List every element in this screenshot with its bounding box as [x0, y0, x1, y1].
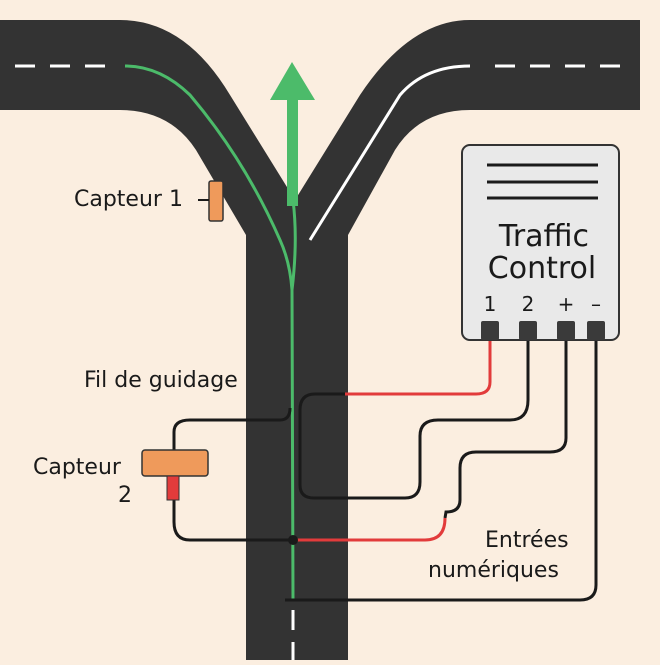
sensor-1 — [198, 180, 224, 222]
digital-inputs-label-line1: Entrées — [485, 528, 569, 553]
wire-terminal-minus — [285, 340, 598, 602]
sensor-2-probe — [166, 475, 180, 501]
wire-sensor2-top — [172, 407, 292, 452]
wire-terminal-plus — [443, 340, 568, 519]
digital-inputs-label-line2: numériques — [428, 558, 559, 583]
controller-vent-lines — [487, 163, 598, 200]
controller-body — [461, 144, 620, 341]
sensor-2-label-line1: Capteur — [33, 455, 122, 480]
wiring — [172, 340, 598, 602]
direction-arrow — [270, 62, 315, 206]
wire-terminal-1-red — [345, 340, 492, 396]
terminal-label-minus: – — [591, 292, 601, 316]
controller-title-line2: Control — [488, 251, 596, 286]
wire-sensor2-black — [172, 500, 293, 542]
terminal-2 — [519, 321, 537, 340]
sensor-1-label: Capteur 1 — [74, 187, 183, 212]
wire-terminal-1-black — [298, 340, 530, 500]
lane-line-right-branch — [308, 64, 471, 241]
wire-junction — [288, 535, 298, 545]
sensor-2-label-line2: 2 — [118, 483, 132, 508]
controller-title-line1: Traffic — [498, 219, 589, 254]
wire-sensor2-red — [293, 517, 447, 542]
road-surface — [0, 20, 640, 660]
sensor-2-body — [141, 449, 209, 477]
road — [0, 20, 640, 660]
terminal-1 — [481, 321, 499, 340]
guide-wire-left-curve — [124, 64, 295, 601]
terminal-plus — [557, 321, 575, 340]
terminal-label-2: 2 — [522, 292, 535, 316]
terminal-label-plus: + — [558, 292, 575, 316]
terminal-label-1: 1 — [484, 292, 497, 316]
traffic-controller: Traffic Control 1 2 + – — [461, 144, 620, 341]
sensor-1-body — [208, 180, 224, 222]
guide-wire-label: Fil de guidage — [84, 368, 238, 393]
terminal-minus — [587, 321, 605, 340]
sensor-2 — [141, 449, 209, 501]
